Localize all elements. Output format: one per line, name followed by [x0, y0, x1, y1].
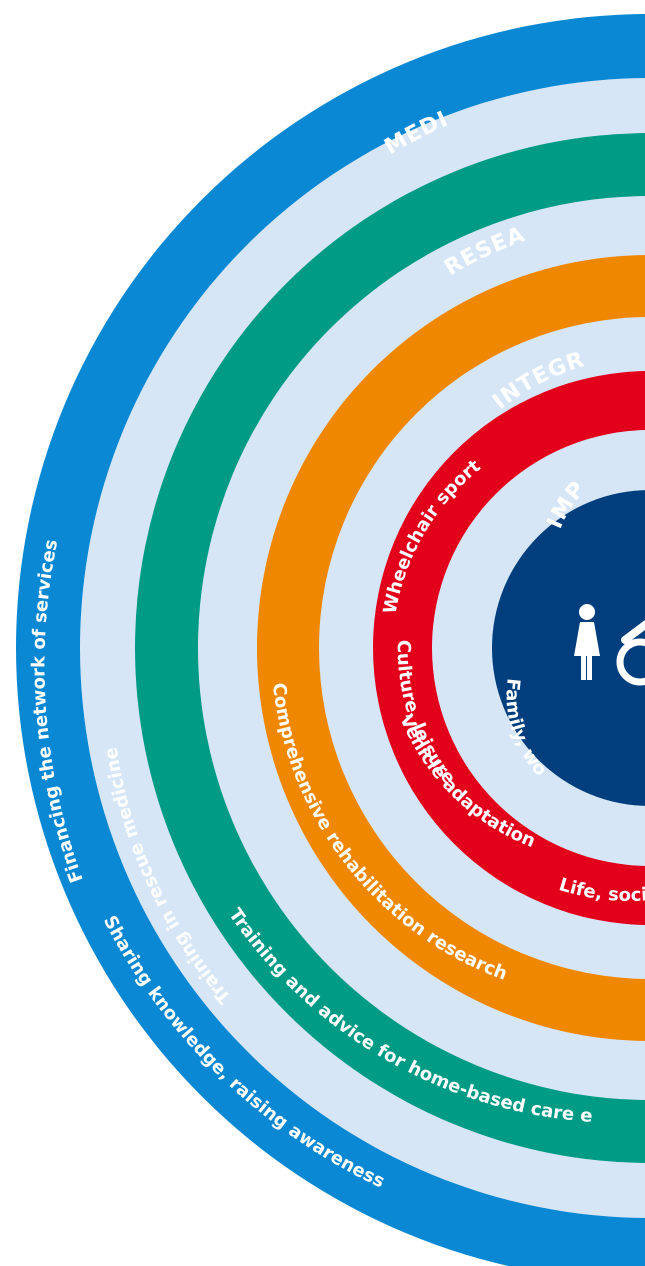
- svg-text:SOLID: SOLID: [311, 0, 395, 38]
- person-icon: [574, 604, 600, 680]
- solidarity-title: SOLID: [311, 0, 394, 38]
- wheelchair-icon: [616, 620, 645, 686]
- ring-impact: [492, 490, 645, 806]
